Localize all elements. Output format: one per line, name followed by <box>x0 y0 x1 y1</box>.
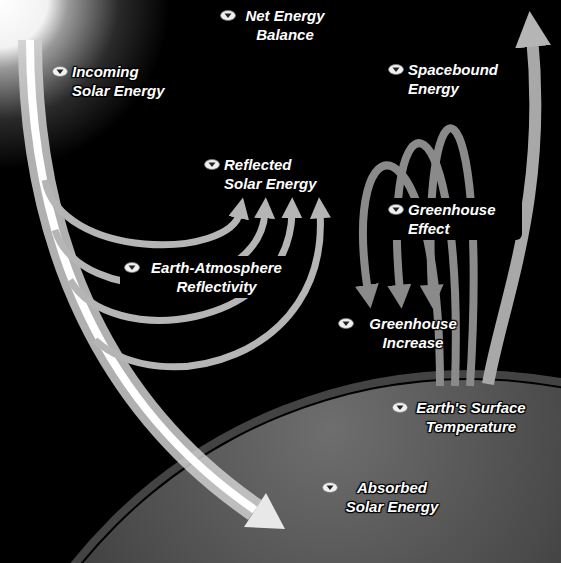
bullet-triangle <box>57 70 64 75</box>
callout-label: Net Energy Balance <box>220 6 330 44</box>
bullet-icon <box>52 66 68 77</box>
label-text: Reflected Solar Energy <box>224 155 324 193</box>
bullet-icon <box>124 262 140 273</box>
bullet-icon <box>204 159 220 170</box>
label-text: Earth-Atmosphere Reflectivity <box>144 258 289 296</box>
bullet-triangle <box>343 322 350 327</box>
incoming-arrow-head <box>244 493 285 529</box>
label-text: Greenhouse Effect <box>408 200 518 238</box>
callout-label: Earth's Surface Temperature <box>392 398 530 436</box>
callout-label: Greenhouse Increase <box>338 314 468 352</box>
label-text: Absorbed Solar Energy <box>342 478 442 516</box>
bullet-icon <box>388 64 404 75</box>
bullet-disc <box>389 65 404 75</box>
bullet-triangle <box>209 163 216 168</box>
bullet-disc <box>389 205 404 215</box>
bullet-disc <box>393 403 408 413</box>
bullet-triangle <box>397 406 404 411</box>
bullet-disc <box>339 319 354 329</box>
callout-label: Greenhouse Effect <box>384 198 522 240</box>
bullet-disc <box>205 160 220 170</box>
callout-label: Earth-Atmosphere Reflectivity <box>120 256 293 298</box>
bullet-icon <box>220 10 236 21</box>
bullet-triangle <box>393 208 400 213</box>
bullet-triangle <box>327 486 334 491</box>
reflected-arrow <box>95 212 320 367</box>
label-text: Net Energy Balance <box>240 6 330 44</box>
callout-label: Incoming Solar Energy <box>52 62 172 100</box>
callout-label: Absorbed Solar Energy <box>322 478 442 516</box>
bullet-icon <box>338 318 354 329</box>
callout-label: Spacebound Energy <box>388 60 518 98</box>
label-text: Greenhouse Increase <box>358 314 468 352</box>
bullet-disc <box>323 483 338 493</box>
bullet-icon <box>322 482 338 493</box>
bullet-triangle <box>225 14 232 19</box>
bullet-icon <box>392 402 408 413</box>
label-text: Spacebound Energy <box>408 60 518 98</box>
earth-globe <box>0 380 561 563</box>
label-text: Earth's Surface Temperature <box>412 398 530 436</box>
bullet-disc <box>53 67 68 77</box>
label-text: Incoming Solar Energy <box>72 62 172 100</box>
bullet-icon <box>388 204 404 215</box>
callout-label: Reflected Solar Energy <box>200 153 328 195</box>
atmosphere-rim <box>0 374 561 563</box>
bullet-triangle <box>393 68 400 73</box>
bullet-triangle <box>129 266 136 271</box>
reflected-arrow <box>70 212 292 320</box>
bullet-disc <box>125 263 140 273</box>
bullet-disc <box>221 11 236 21</box>
